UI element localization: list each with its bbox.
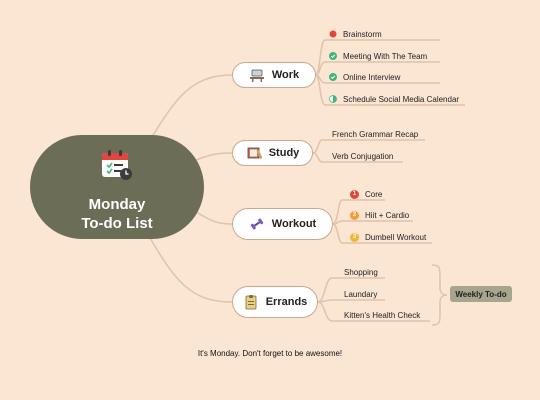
branch-errands-label: Errands (265, 296, 308, 308)
dumbbell-icon (249, 217, 265, 231)
list-item-label: Online Interview (343, 72, 401, 82)
errands-item-kitten[interactable]: Kitten's Health Check (344, 309, 420, 321)
workout-item-dumbell[interactable]: 3 Dumbell Workout (350, 231, 426, 243)
central-title-line1: Monday (88, 196, 146, 213)
branch-study[interactable]: Study (232, 140, 313, 166)
study-item-french[interactable]: French Grammar Recap (332, 128, 418, 140)
red-dot-icon (329, 30, 337, 38)
office-desk-icon (249, 68, 265, 82)
connector-work (149, 74, 233, 141)
half-progress-icon (329, 95, 337, 103)
footer-note: It's Monday. Don't forget to be awesome! (197, 349, 343, 358)
central-title: Monday To-do List (30, 195, 204, 233)
branch-workout-label: Workout (271, 218, 317, 230)
work-item-brainstorm[interactable]: Brainstorm (329, 28, 382, 40)
list-item-label: Kitten's Health Check (344, 310, 421, 320)
connector-study (195, 152, 233, 161)
central-topic[interactable]: Monday To-do List (30, 135, 204, 239)
branch-work[interactable]: Work (232, 62, 316, 88)
connector-work-items (315, 39, 326, 106)
connector-study-items (312, 139, 323, 163)
priority-3-icon: 3 (350, 232, 359, 242)
list-item-label: Meeting With The Team (343, 51, 428, 61)
calendar-checklist-icon (100, 149, 134, 186)
branch-work-label: Work (271, 69, 300, 81)
list-item-label: Dumbell Workout (365, 232, 427, 242)
study-item-verb[interactable]: Verb Conjugation (332, 150, 393, 162)
list-item-label: Schedule Social Media Calendar (343, 94, 460, 104)
errands-item-shopping[interactable]: Shopping (344, 266, 378, 278)
errands-item-laundary[interactable]: Laundary (344, 288, 377, 300)
list-item-label: Laundary (344, 289, 378, 299)
connector-workout-items (332, 199, 343, 244)
work-item-interview[interactable]: Online Interview (329, 71, 400, 83)
work-item-meeting[interactable]: Meeting With The Team (329, 50, 427, 62)
branch-errands[interactable]: Errands (232, 286, 318, 318)
central-title-line2: To-do List (81, 215, 153, 232)
branch-study-label: Study (268, 147, 300, 159)
list-item-label: Core (365, 189, 383, 199)
list-item-label: Hiit + Cardio (365, 210, 410, 220)
shopping-list-icon (243, 294, 259, 310)
check-circle-icon (329, 73, 337, 81)
connector-errands-items (317, 277, 333, 322)
list-item-label: French Grammar Recap (332, 129, 419, 139)
priority-2-icon: 2 (350, 210, 359, 220)
workout-item-core[interactable]: 1 Core (350, 188, 382, 200)
connector-workout (195, 211, 233, 225)
book-icon (246, 146, 262, 160)
branch-workout[interactable]: Workout (232, 208, 333, 240)
workout-item-hiit[interactable]: 2 Hiit + Cardio (350, 209, 409, 221)
connector-errands (149, 237, 233, 303)
summary-weekly-todo[interactable]: Weekly To-do (450, 286, 512, 302)
list-item-label: Shopping (344, 267, 378, 277)
priority-1-icon: 1 (350, 189, 359, 199)
check-circle-icon (329, 52, 337, 60)
list-item-label: Brainstorm (343, 29, 382, 39)
list-item-label: Verb Conjugation (332, 151, 394, 161)
summary-bracket (431, 264, 448, 326)
work-item-schedule[interactable]: Schedule Social Media Calendar (329, 93, 459, 105)
